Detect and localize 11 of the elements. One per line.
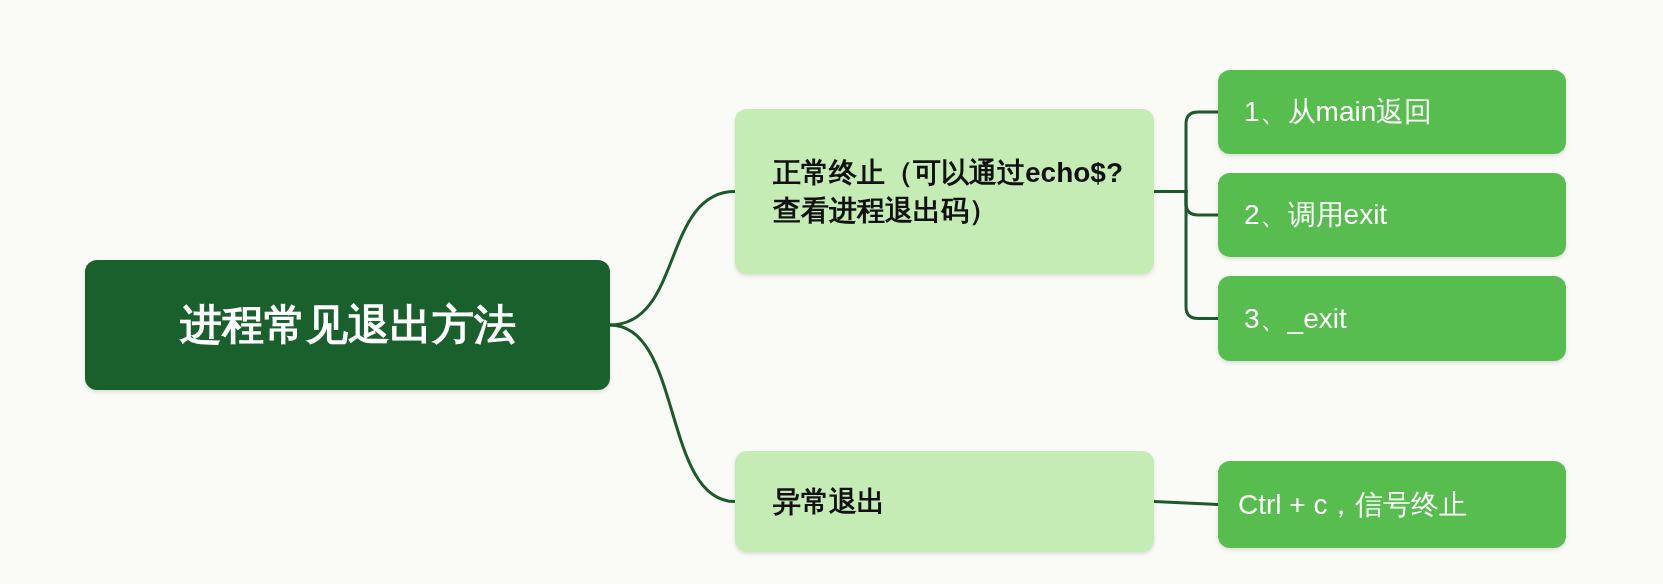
connector-line (609, 323, 736, 503)
connector-line (1154, 190, 1218, 320)
connector-line (1153, 500, 1219, 506)
connector-line (609, 190, 736, 327)
leaf-box: 2、调用exit (1218, 173, 1566, 257)
topic-box: 异常退出 (735, 451, 1154, 552)
leaf-box: 3、_exit (1218, 276, 1566, 361)
leaf-box: 1、从main返回 (1218, 70, 1566, 154)
topic-box: 正常终止（可以通过echo$?查看进程退出码） (735, 109, 1154, 274)
root-box: 进程常见退出方法 (85, 260, 610, 390)
leaf-box: Ctrl + c，信号终止 (1218, 461, 1566, 548)
